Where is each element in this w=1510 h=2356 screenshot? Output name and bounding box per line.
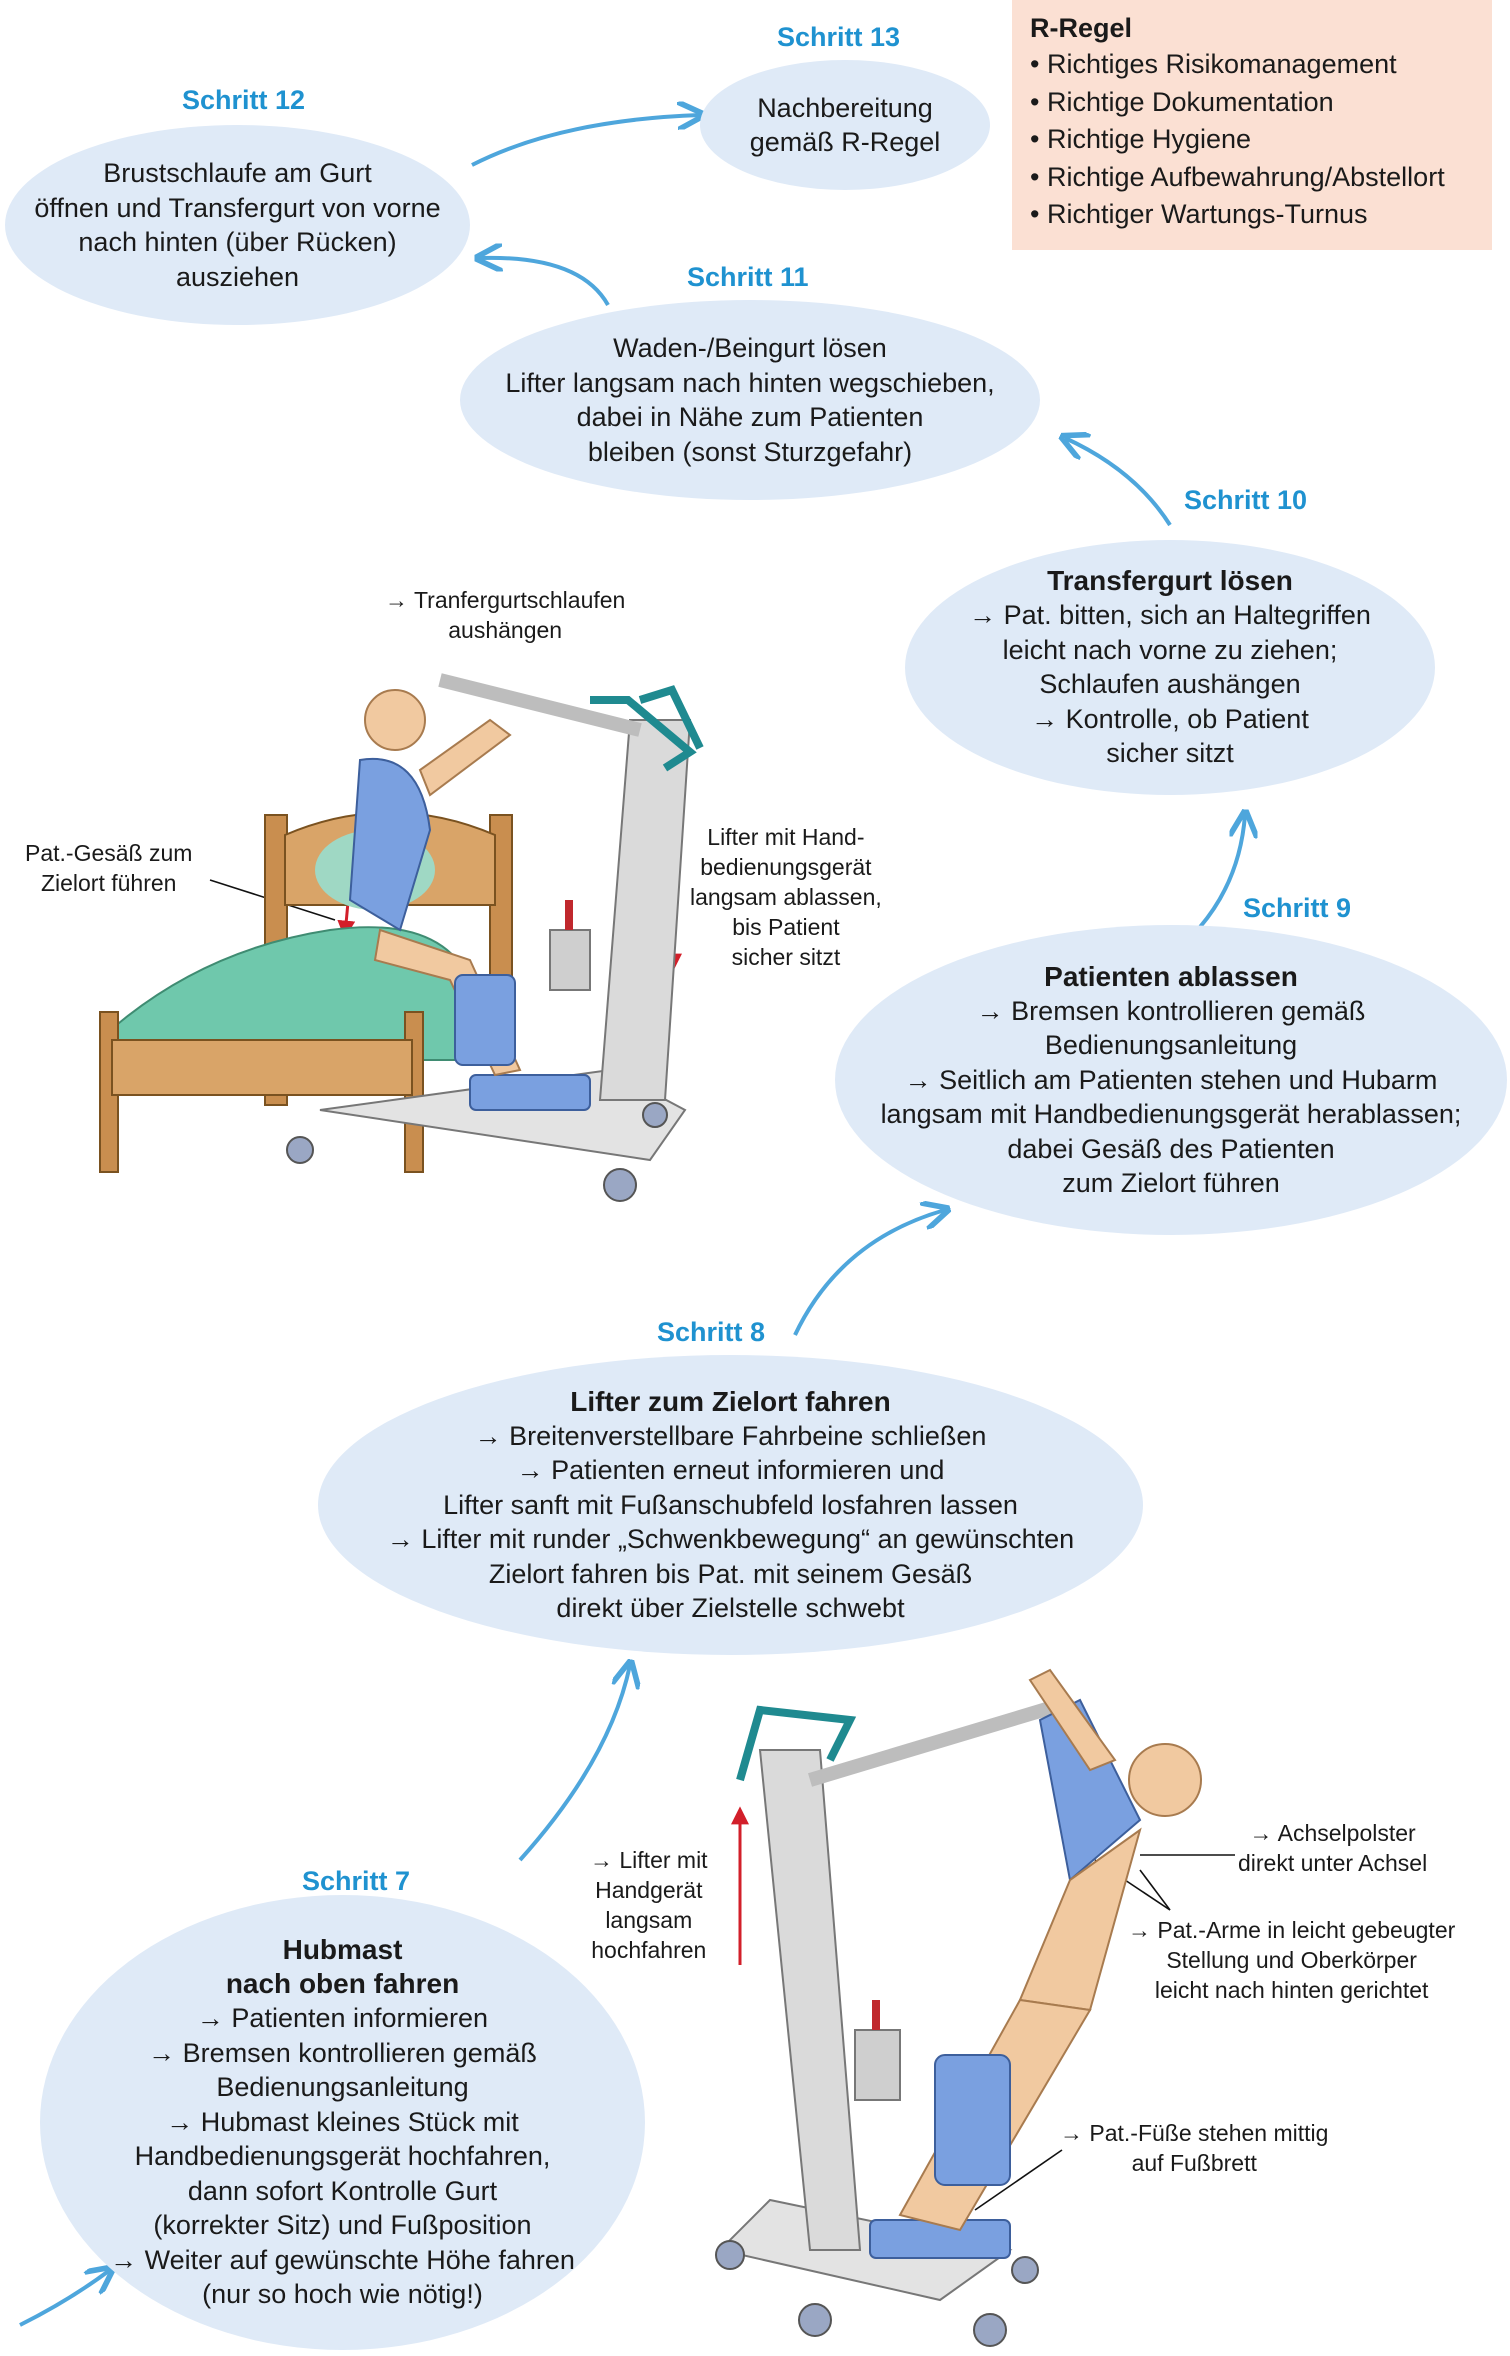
step-11-line: Lifter langsam nach hinten wegschieben, [505, 367, 995, 398]
note-feet-position: → Pat.-Füße stehen mittig auf Fußbrett [1060, 2120, 1329, 2176]
step-8-label: Schritt 8 [657, 1317, 766, 1347]
step-8-ellipse: Lifter zum Zielort fahren → Breitenverst… [318, 1355, 1143, 1655]
step-9-line: zum Zielort führen [1062, 1168, 1280, 1198]
step-13-ellipse: Nachbereitung gemäß R-Regel [700, 60, 990, 190]
r-regel-box: R-Regel • Richtiges Risikomanagement • R… [1012, 0, 1492, 250]
step-9-line: langsam mit Handbedienungsgerät herablas… [880, 1099, 1462, 1129]
step-7-title: Hubmast [282, 1934, 403, 1966]
step-11-line: dabei in Nähe zum Patienten [576, 402, 924, 432]
step-12-label: Schritt 12 [182, 85, 306, 115]
step-8-title: Lifter zum Zielort fahren [570, 1385, 891, 1417]
arrow-12-to-13 [471, 115, 700, 167]
step-10-label: Schritt 10 [1184, 485, 1308, 515]
step-12-ellipse: Brustschlaufe am Gurt öffnen und Transfe… [5, 125, 470, 325]
step-10-line: Schlaufen aushängen [1039, 669, 1301, 700]
step-8-line: → Patienten erneut informieren und [516, 1455, 945, 1485]
note-armpit-pad: → Achselpolster direkt unter Achsel [1238, 1820, 1428, 1876]
step-11-line: Waden-/Beingurt lösen [613, 333, 887, 363]
step-10-ellipse: Transfergurt lösen → Pat. bitten, sich a… [905, 540, 1435, 795]
step-8-line: → Breitenverstellbare Fahrbeine schließe… [474, 1420, 987, 1451]
step-7-line: (nur so hoch wie nötig!) [202, 2279, 483, 2310]
step-12-line: ausziehen [175, 261, 300, 292]
r-regel-item: • Richtige Hygiene [1030, 124, 1252, 154]
step-9-line: → Seitlich am Patienten stehen und Hubar… [904, 1064, 1438, 1095]
step-13-label: Schritt 13 [777, 22, 901, 52]
step-12-line: Brustschlaufe am Gurt [103, 158, 372, 188]
step-7-line: → Weiter auf gewünschte Höhe fahren [110, 2244, 575, 2275]
step-13-line: gemäß R-Regel [749, 127, 941, 157]
step-11-ellipse: Waden-/Beingurt lösen Lifter langsam nac… [460, 300, 1040, 500]
step-8-line: Zielort fahren bis Pat. mit seinem Gesäß [488, 1558, 973, 1589]
arrow-8-to-9 [793, 1210, 945, 1336]
step-8-line: → Lifter mit runder „Schwenkbewegung“ an… [386, 1524, 1075, 1554]
step-12-line: nach hinten (über Rücken) [78, 227, 397, 257]
step-10-title: Transfergurt lösen [1047, 565, 1293, 597]
note-arms-posture: → Pat.-Arme in leicht gebeugter Stellung… [1128, 1917, 1456, 2003]
step-9-label: Schritt 9 [1243, 893, 1352, 923]
note-raise-lifter: → Lifter mit Handgerät langsam hochfahre… [590, 1847, 708, 1963]
step-7-line: (korrekter Sitz) und Fußposition [153, 2210, 532, 2241]
step-11-line: bleiben (sonst Sturzgefahr) [587, 436, 913, 467]
step-7-line: → Hubmast kleines Stück mit [166, 2106, 519, 2137]
step-7-line: dann sofort Kontrolle Gurt [187, 2175, 498, 2206]
step-7-title: nach oben fahren [225, 1968, 460, 2000]
step-10-line: sicher sitzt [1106, 738, 1234, 769]
note-guide-buttocks: Pat.-Gesäß zum Zielort führen [25, 840, 193, 896]
step-11-label: Schritt 11 [687, 262, 809, 292]
step-9-line: dabei Gesäß des Patienten [1007, 1133, 1335, 1164]
step-12-line: öffnen und Transfergurt von vorne [34, 192, 441, 223]
r-regel-item: • Richtiger Wartungs-Turnus [1030, 199, 1368, 229]
arrow-9-to-10 [1198, 815, 1245, 929]
step-8-line: direkt über Zielstelle schwebt [556, 1593, 905, 1623]
step-7-line: Handbedienungsgerät hochfahren, [134, 2141, 551, 2172]
note-loops-unhook: → Tranfergurtschlaufen aushängen [385, 587, 626, 643]
illustration-bed-lifter [99, 673, 704, 1202]
r-regel-item: • Richtiges Risikomanagement [1030, 49, 1397, 79]
step-9-ellipse: Patienten ablassen → Bremsen kontrollier… [835, 925, 1507, 1235]
step-10-line: leicht nach vorne zu ziehen; [1002, 634, 1338, 665]
step-7-ellipse: Hubmast nach oben fahren → Patienten inf… [40, 1895, 645, 2350]
step-7-line: Bedienungsanleitung [216, 2072, 469, 2103]
step-9-line: → Bremsen kontrollieren gemäß [976, 995, 1366, 1026]
arrow-7-to-8 [518, 1665, 630, 1862]
arrow-11-to-12 [480, 258, 610, 306]
step-9-title: Patienten ablassen [1044, 960, 1298, 992]
step-13-line: Nachbereitung [757, 92, 933, 123]
arrow-10-to-11 [1065, 438, 1172, 527]
step-10-line: → Pat. bitten, sich an Haltegriffen [969, 600, 1371, 631]
step-7-line: → Bremsen kontrollieren gemäß [148, 2037, 537, 2068]
step-9-line: Bedienungsanleitung [1044, 1030, 1298, 1060]
r-regel-title: R-Regel [1030, 13, 1133, 43]
r-regel-item: • Richtige Aufbewahrung/Abstellort [1030, 161, 1445, 192]
step-8-line: Lifter sanft mit Fußanschubfeld losfahre… [443, 1489, 1018, 1520]
note-lower-lifter: Lifter mit Hand- bedienungsgerät langsam… [690, 824, 882, 970]
r-regel-item: • Richtige Dokumentation [1030, 86, 1334, 117]
step-10-line: → Kontrolle, ob Patient [1031, 703, 1309, 734]
step-7-label: Schritt 7 [302, 1866, 411, 1896]
illustration-standing-lifter [715, 1668, 1202, 2347]
step-7-line: → Patienten informieren [196, 2003, 489, 2034]
arrow-into-7 [19, 2270, 110, 2327]
